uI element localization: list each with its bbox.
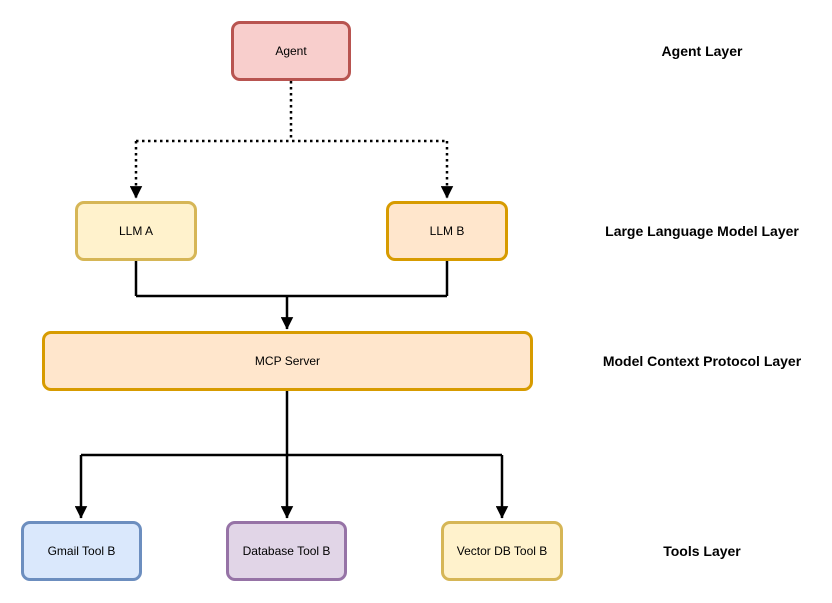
node-mcp-server-label: MCP Server <box>254 354 321 368</box>
layer-label-agent: Agent Layer <box>661 43 743 59</box>
node-llm-b: LLM B <box>386 201 508 261</box>
node-llm-b-label: LLM B <box>429 224 465 238</box>
node-database-tool: Database Tool B <box>226 521 347 581</box>
node-llm-a: LLM A <box>75 201 197 261</box>
layer-label-llm: Large Language Model Layer <box>605 223 799 239</box>
node-database-tool-label: Database Tool B <box>242 544 331 558</box>
node-gmail-tool: Gmail Tool B <box>21 521 142 581</box>
node-agent: Agent <box>231 21 351 81</box>
layer-label-tools: Tools Layer <box>663 543 741 559</box>
node-vector-db-tool-label: Vector DB Tool B <box>456 544 548 558</box>
node-gmail-tool-label: Gmail Tool B <box>47 544 116 558</box>
node-mcp-server: MCP Server <box>42 331 533 391</box>
layer-label-mcp: Model Context Protocol Layer <box>602 353 802 369</box>
node-vector-db-tool: Vector DB Tool B <box>441 521 563 581</box>
node-llm-a-label: LLM A <box>118 224 154 238</box>
node-agent-label: Agent <box>275 44 307 58</box>
